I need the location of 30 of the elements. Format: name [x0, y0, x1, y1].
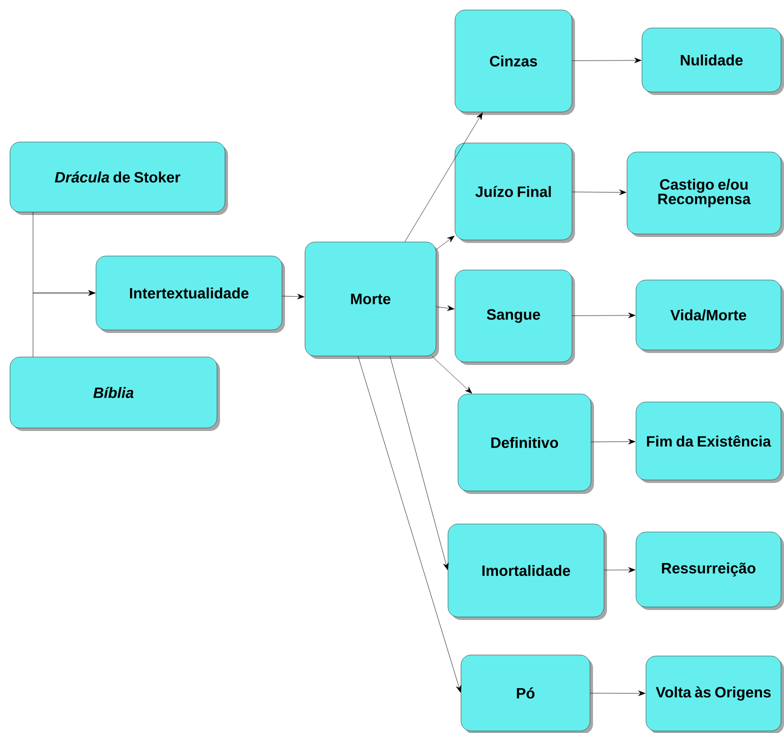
process-box: Definitivo — [458, 394, 594, 494]
arrow — [358, 356, 462, 693]
arrow — [390, 356, 449, 570]
process-box: Fim da Existência — [636, 402, 784, 483]
process-box: Nulidade — [642, 28, 784, 95]
process-box: Cinzas — [454, 10, 575, 115]
process-box: Bíblia — [10, 356, 220, 431]
arrow — [572, 58, 642, 64]
arrow — [572, 190, 626, 196]
process-box: Morte — [304, 242, 439, 359]
process-box: Imortalidade — [448, 524, 607, 620]
process-box: Intertextualidade — [96, 256, 285, 333]
process-box: Ressurreição — [636, 532, 784, 610]
process-box: Vida/Morte — [636, 280, 784, 353]
arrow — [404, 112, 483, 242]
process-box: Castigo e/ou Recompensa — [626, 152, 784, 237]
arrow — [436, 236, 455, 250]
arrow — [591, 438, 636, 444]
arrow — [32, 290, 96, 358]
arrow — [282, 294, 304, 300]
arrow — [572, 312, 636, 318]
process-box: Volta às Origens — [646, 656, 784, 733]
process-box: Pó — [460, 654, 593, 733]
process-box: Drácula de Stoker — [10, 142, 228, 215]
process-box: Juízo Final — [454, 142, 575, 243]
arrow — [604, 567, 636, 573]
process-box: Sangue — [454, 270, 575, 365]
arrow — [590, 690, 646, 696]
arrow — [432, 356, 472, 394]
arrow — [436, 305, 454, 311]
